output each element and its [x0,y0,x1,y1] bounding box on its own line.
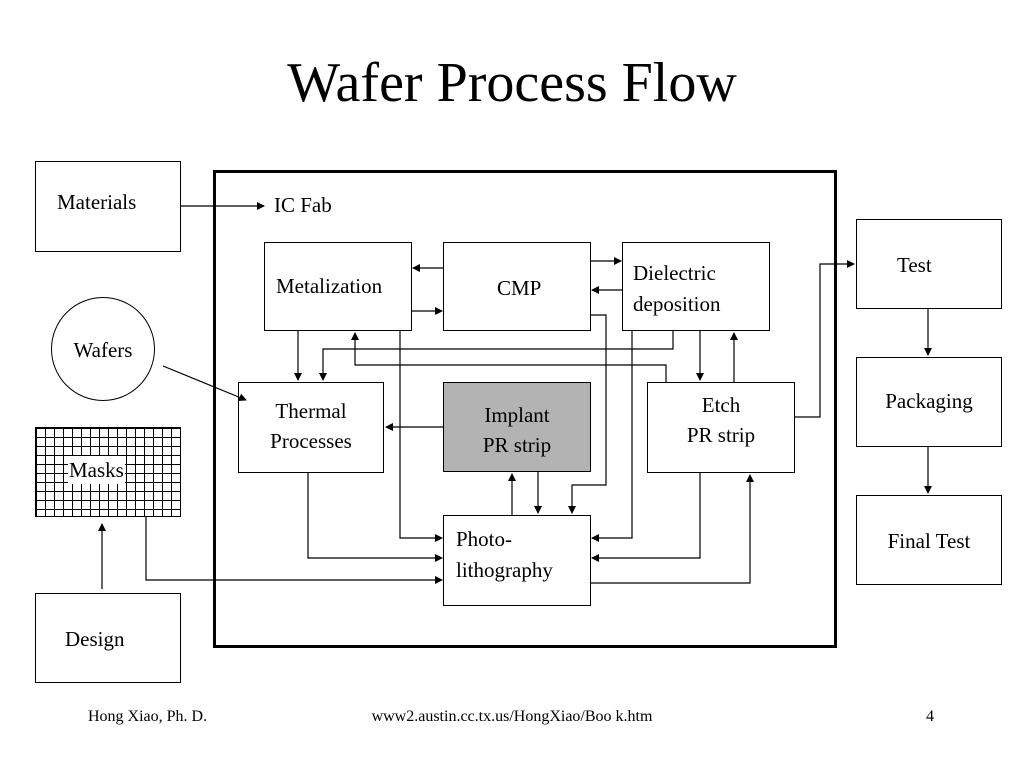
arrow-photo-to-etch [591,474,754,584]
wafers-circle: Wafers [51,297,155,401]
footer-author: Hong Xiao, Ph. D. [88,708,208,725]
test-box: Test [856,219,1002,309]
test-label: Test [897,253,932,277]
thermal-label-line1: Thermal [275,399,347,423]
arrow-masks-to-photo [145,517,443,584]
footer-page-number: 4 [926,708,934,725]
cmp-box: CMP [443,242,591,331]
arrow-wafers-to-thermal [162,365,247,402]
ic-fab-frame [213,170,837,648]
thermal-label-line2: Processes [270,429,352,453]
materials-label: Materials [57,190,137,214]
arrow-etch-to-test [795,260,855,418]
dielectric-deposition-box: Dielectric deposition [622,242,770,331]
implant-pr-strip-box: Implant PR strip [443,382,591,472]
implant-label-line2: PR strip [482,433,552,457]
etch-pr-strip-box: Etch PR strip [647,382,795,473]
packaging-box: Packaging [856,357,1002,447]
materials-box: Materials [35,161,181,252]
photo-label-line1: Photo- [456,527,513,551]
dielectric-label-line2: deposition [633,292,721,316]
arrow-thermal-to-photo [307,473,443,562]
masks-label: Masks [68,456,125,484]
implant-label-line1: Implant [484,403,550,427]
packaging-label: Packaging [885,389,973,413]
etch-label-line1: Etch [701,393,741,417]
metalization-label: Metalization [276,274,383,298]
ic-fab-label: IC Fab [274,193,332,217]
metalization-box: Metalization [264,242,412,331]
photolithography-box: Photo- lithography [443,515,591,606]
photo-label-line2: lithography [456,558,553,582]
page-title: Wafer Process Flow [287,52,737,114]
final-test-label: Final Test [887,529,971,553]
design-label: Design [65,627,125,651]
arrow-etch-to-metalization [351,332,667,382]
dielectric-label-line1: Dielectric [633,261,716,285]
etch-label-line2: PR strip [686,423,756,447]
cmp-label: CMP [497,276,542,300]
footer-url: www2.austin.cc.tx.us/HongXiao/Boo k.htm [371,708,653,725]
final-test-box: Final Test [856,495,1002,585]
arrow-cmp-to-photo [568,314,607,514]
arrow-dielectric-to-photo [591,331,633,542]
design-box: Design [35,593,181,683]
arrow-dielectric-to-thermal [319,331,674,381]
arrow-etch-to-photo [591,473,701,562]
arrow-metalization-to-photo [399,331,443,542]
thermal-processes-box: Thermal Processes [238,382,384,473]
